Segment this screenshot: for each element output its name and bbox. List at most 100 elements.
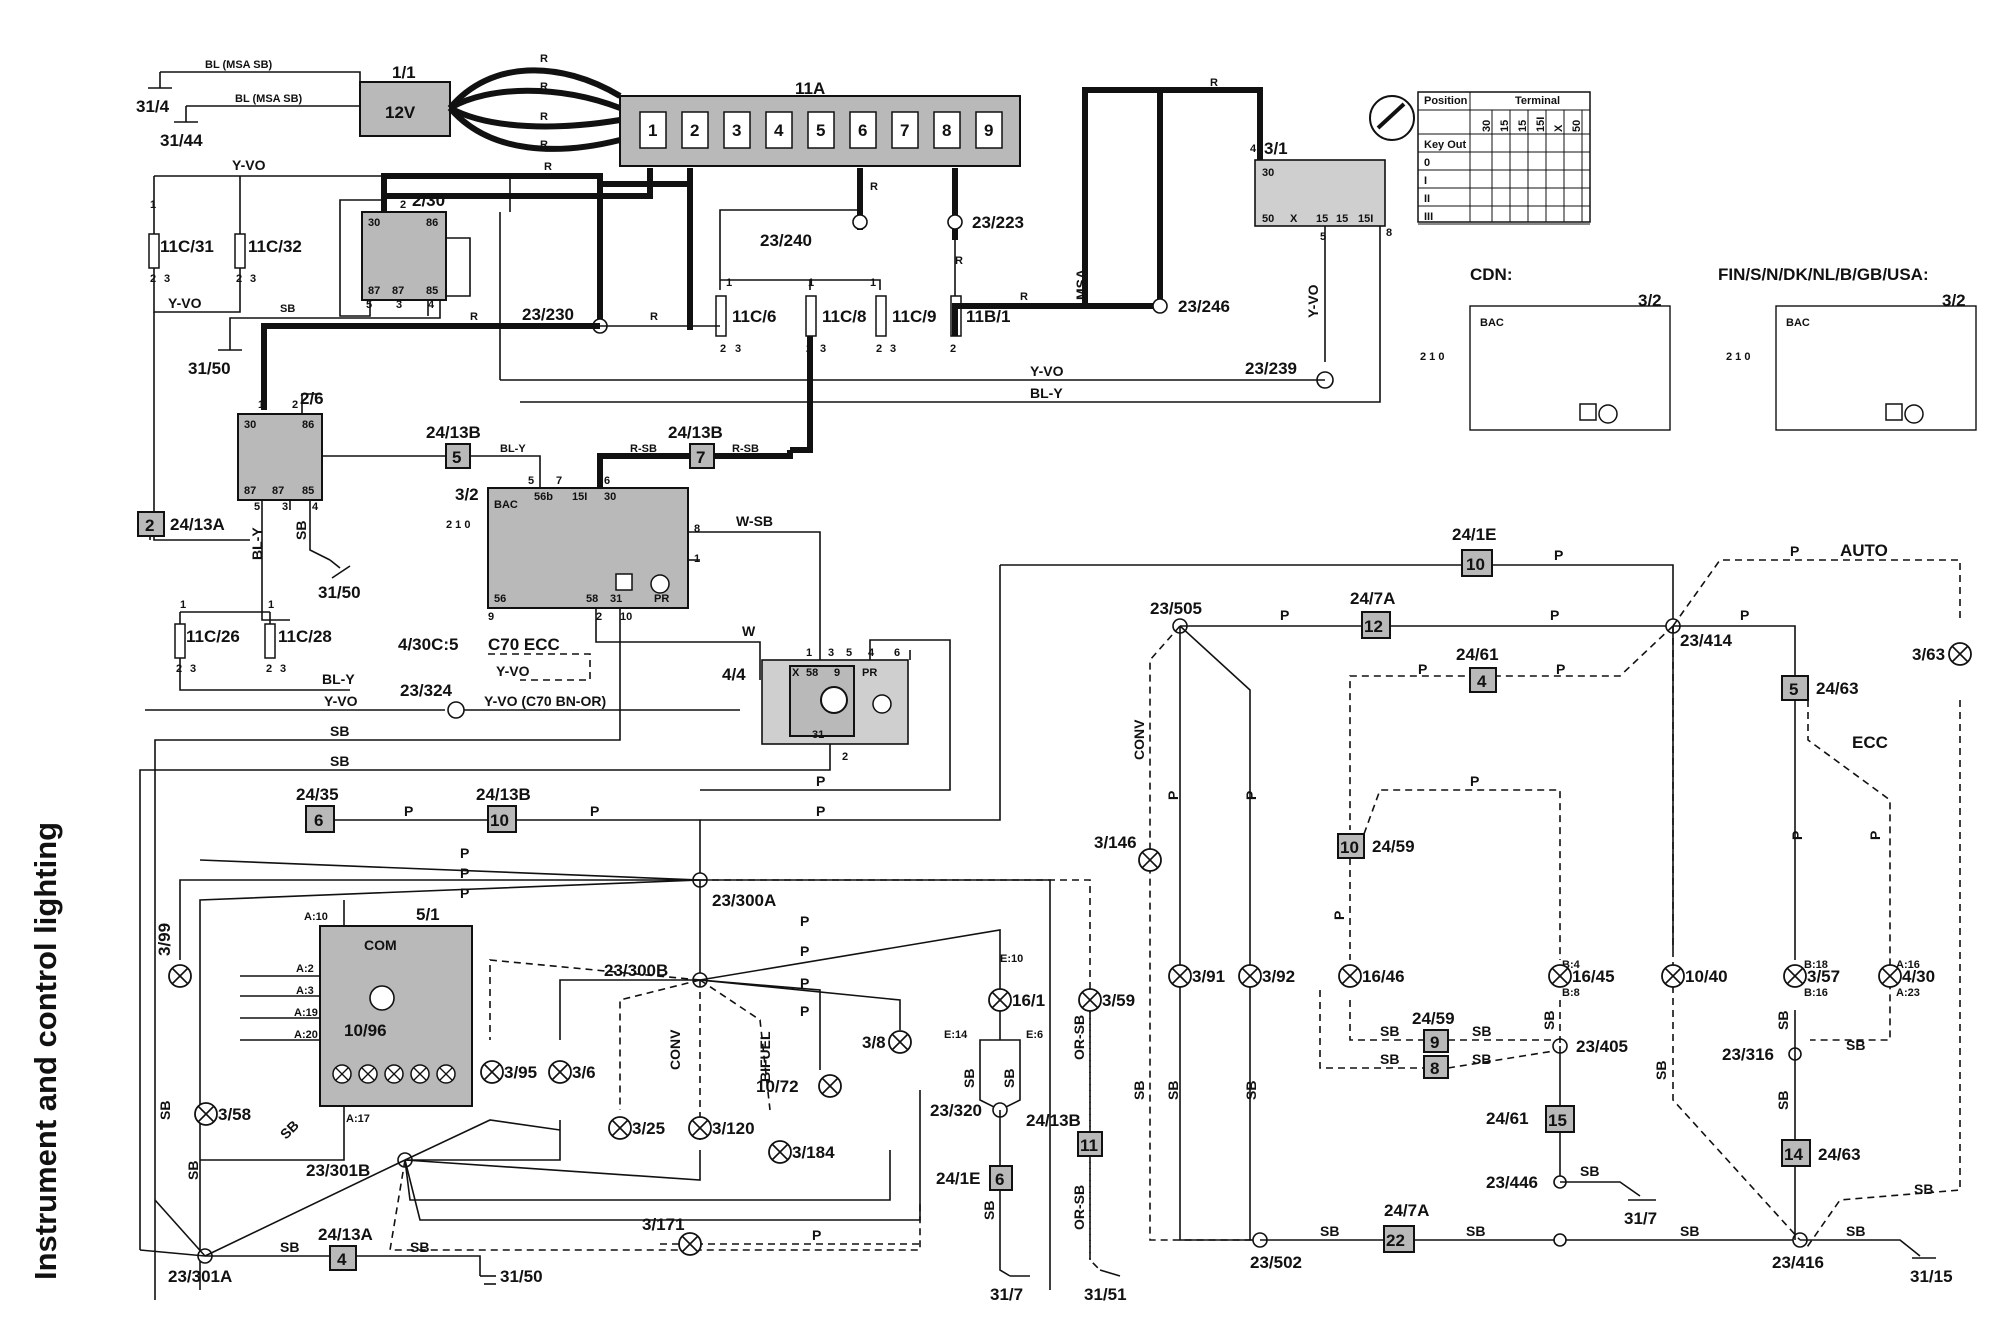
svg-text:1: 1 [258,399,264,411]
svg-text:B:16: B:16 [1804,987,1828,999]
wire-label: SB [961,1069,977,1088]
connector-24-59-c: 8 [1423,1055,1449,1079]
svg-text:CDN:: CDN: [1470,265,1513,284]
wire-label: BL (MSA SB) [205,59,273,71]
relay-ref: 2/30 [412,191,445,210]
wire-label: R [540,111,548,123]
svg-text:E:14: E:14 [944,1029,968,1041]
splice-23-502: 23/502 [1250,1232,1302,1272]
svg-text:3: 3 [890,343,896,355]
ecc-pin-label: 4/30C:5 [398,635,458,654]
svg-text:3: 3 [735,343,741,355]
key-row-label: II [1424,193,1430,205]
lamp-label: 3/59 [1102,991,1135,1010]
lamp-4-30: 4/30 [1878,964,1935,988]
wire-label: R [650,311,658,323]
lamp-label: 4/30 [1902,967,1935,986]
ground-label: 31/7 [1624,1209,1657,1228]
wire-label: P [460,865,469,881]
splice-label: 23/301A [168,1267,232,1286]
lamp-label: 3/57 [1807,967,1840,986]
wire-label: P [1331,911,1347,920]
splice-label: 23/300B [604,961,668,980]
wire-label: SB [1466,1223,1485,1239]
wire-label: OR-SB [1071,1015,1087,1060]
wire-label: SB [410,1239,429,1255]
fin-switch-inset: FIN/S/N/DK/NL/B/GB/USA: 3/2 2 1 0 BAC [1718,265,1977,431]
svg-text:1: 1 [806,647,812,659]
side-title: Instrument and control lighting [0,0,80,1312]
connector-24-7a-b: 24/7A 22 [1383,1201,1429,1253]
fuse-cell [891,111,919,149]
fuse-cell [975,111,1003,149]
svg-text:31: 31 [610,593,622,605]
svg-text:15I: 15I [1358,213,1373,225]
c70-ecc-label: C70 ECC [488,635,560,654]
splice-23-301b: 23/301B [306,1152,413,1180]
svg-text:8: 8 [1386,227,1392,239]
svg-text:3: 3 [164,273,170,285]
svg-text:1: 1 [726,277,732,289]
fuse-label: 11C/32 [248,237,302,256]
lamp-3-6: 3/6 [548,1060,596,1084]
key-row-label: III [1424,211,1433,223]
svg-text:3: 3 [190,663,196,675]
lamp-label: 3/95 [504,1063,537,1082]
svg-text:7: 7 [696,448,705,467]
fuse-label: 11C/31 [160,237,214,256]
connector-24-63-a: 5 24/63 [1781,675,1859,701]
lamp-label: 10/40 [1685,967,1728,986]
wire-label: BL-Y [500,443,526,455]
svg-text:A:23: A:23 [1896,987,1920,999]
svg-text:24/13B: 24/13B [426,423,481,442]
relay-ref: 2/6 [300,389,324,408]
wire-label: P [816,803,825,819]
wire-label: P [1867,831,1883,840]
lamp-label: 3/6 [572,1063,596,1082]
wire-label: R [540,81,548,93]
wire-label: R [540,139,548,151]
wire-label: Y-VO [1030,363,1064,379]
lamp-label: 3/120 [712,1119,755,1138]
switch-ref: 3/2 [455,485,479,504]
fuse-label: 11B/1 [966,307,1010,326]
wire-label: BL-Y [249,527,265,560]
wire-label: P [1243,791,1259,800]
wire-label: SB [1243,1081,1259,1100]
splice-label: 23/320 [930,1101,982,1120]
splice-label: 23/414 [1680,631,1733,650]
svg-text:50: 50 [1262,213,1274,225]
wire-label: R-SB [630,443,657,455]
lamp-3-99: 3/99 [155,923,192,988]
svg-text:24/13A: 24/13A [170,515,225,534]
wire-label: OR-SB [1071,1185,1087,1230]
svg-text:87: 87 [244,485,256,497]
wire-label: R-SB [732,443,759,455]
ground-31-7-a: 31/7 [990,1275,1030,1304]
wire-label: W-SB [736,513,773,529]
wire-label: SB [280,1239,299,1255]
lamp-label: 16/45 [1572,967,1615,986]
fuse-11c-26: 11C/26 2 3 [174,623,240,675]
connector-24-59-b: 24/59 9 [1412,1009,1455,1053]
connector-24-1e-a: 24/1E 10 [1452,525,1496,577]
lamp-3-59: 3/59 [1078,988,1135,1012]
ground-31-15: 31/15 [1910,1257,1953,1286]
fuse-label: 11C/9 [892,307,936,326]
svg-text:2: 2 [150,273,156,285]
instrument-ref: 5/1 [416,905,440,924]
fuse-number: 6 [858,121,867,140]
svg-text:FIN/S/N/DK/NL/B/GB/USA:: FIN/S/N/DK/NL/B/GB/USA: [1718,265,1929,284]
svg-text:24/13B: 24/13B [476,785,531,804]
lamp-3-25: 3/25 [608,1116,665,1140]
svg-text:56: 56 [494,593,506,605]
svg-text:10: 10 [490,811,509,830]
splice-label: 23/240 [760,231,812,250]
svg-text:11: 11 [1080,1136,1098,1155]
ground-31-51: 31/51 [1084,1269,1127,1304]
svg-text:30: 30 [1262,167,1274,179]
svg-text:E:10: E:10 [1000,953,1023,965]
svg-text:1: 1 [870,277,876,289]
svg-text:3/2: 3/2 [1638,291,1662,310]
wire-label: P [800,913,809,929]
